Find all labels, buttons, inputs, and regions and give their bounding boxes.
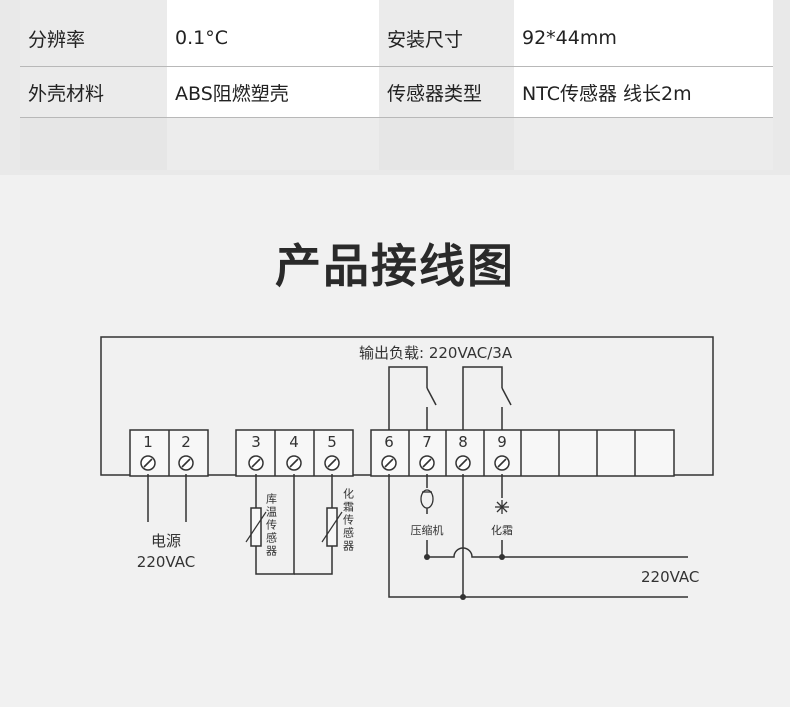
supply-voltage-label: 220VAC [641,568,699,586]
terminal-screw-icon [324,455,340,471]
power-label: 电源 [151,532,181,550]
terminal-number-3: 3 [251,433,261,451]
output-load-label: 输出负载: 220VAC/3A [359,344,513,362]
spec-value-resolution: 0.1°C [167,0,379,67]
relay1-wire [388,366,428,432]
terminal-screw-icon [419,455,435,471]
defrost-sensor-label: 化霜传感器 [342,487,355,553]
spec-label-resolution: 分辨率 [20,0,167,67]
spec-label-size: 安装尺寸 [379,0,514,67]
neutral-wire [388,474,688,598]
terminal-screw-icon [140,455,156,471]
spec-row-empty [20,117,773,170]
spec-value-sensor: NTC传感器 线长2m [514,66,773,118]
terminal-number-8: 8 [458,433,468,451]
room-sensor-label: 库温传感器 [265,493,278,558]
terminal-screw-icon [248,455,264,471]
spec-label-sensor: 传感器类型 [379,66,514,118]
terminal-screw-icon [494,455,510,471]
relay2-contact [501,387,512,406]
compressor-label: 压缩机 [411,523,444,537]
terminal-number-7: 7 [422,433,432,451]
relay1-contact [426,387,437,406]
spec-value-size: 92*44mm [514,0,773,67]
terminal-number-6: 6 [384,433,394,451]
spec-row: 分辨率 0.1°C 安装尺寸 92*44mm [20,0,773,67]
terminal-number-9: 9 [497,433,507,451]
spec-label-shell: 外壳材料 [20,66,167,118]
terminal-number-2: 2 [181,433,191,451]
terminal-screw-icon [286,455,302,471]
power-voltage-label: 220VAC [137,553,195,571]
live-wire [427,547,688,558]
defrost-label: 化霜 [491,523,513,537]
terminal-number-4: 4 [289,433,299,451]
spec-value-shell: ABS阻燃塑壳 [167,66,379,118]
relay2-wire [462,366,503,432]
terminal-screw-icon [381,455,397,471]
terminal-screw-icon [455,455,471,471]
terminal-number-5: 5 [327,433,337,451]
diagram-title: 产品接线图 [275,239,515,293]
spec-section: 分辨率 0.1°C 安装尺寸 92*44mm 外壳材料 ABS阻燃塑壳 传感器类… [0,0,790,175]
snowflake-icon [495,500,509,514]
terminal-number-1: 1 [143,433,153,451]
spec-row: 外壳材料 ABS阻燃塑壳 传感器类型 NTC传感器 线长2m [20,66,773,118]
compressor-icon [420,489,434,509]
spec-table: 分辨率 0.1°C 安装尺寸 92*44mm 外壳材料 ABS阻燃塑壳 传感器类… [20,0,773,170]
terminal-screw-icon [178,455,194,471]
